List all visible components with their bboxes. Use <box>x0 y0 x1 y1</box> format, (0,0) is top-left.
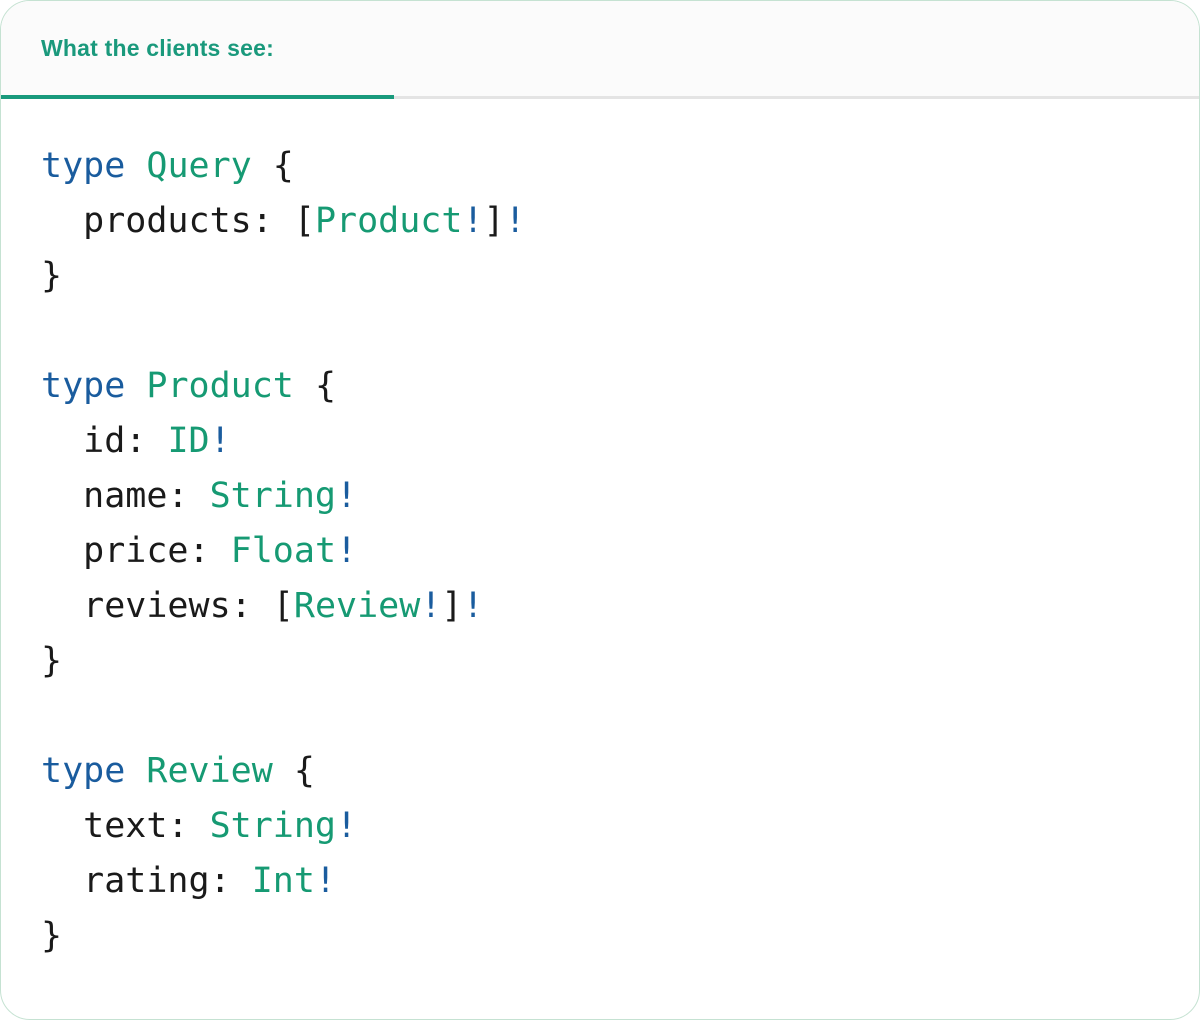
code-panel-header: What the clients see: <box>1 1 1199 99</box>
code-token-plain <box>125 751 146 791</box>
code-token-keyword: ! <box>336 476 358 516</box>
tab-what-clients-see[interactable]: What the clients see: <box>41 1 274 96</box>
code-token-keyword: ! <box>462 201 484 241</box>
code-token-plain: } <box>41 916 63 956</box>
code-block: type Query { products: [Product!]!}type … <box>1 99 1199 964</box>
code-token-type: String <box>209 806 337 846</box>
code-token-plain: name: <box>41 476 210 516</box>
code-token-plain: { <box>272 751 315 791</box>
code-token-keyword: ! <box>462 586 484 626</box>
code-line: id: ID! <box>41 414 1159 469</box>
code-line <box>41 304 1159 359</box>
code-line: name: String! <box>41 469 1159 524</box>
code-token-type: Query <box>146 146 252 186</box>
code-line: rating: Int! <box>41 854 1159 909</box>
code-line: products: [Product!]! <box>41 194 1159 249</box>
tab-label: What the clients see: <box>41 35 274 61</box>
code-token-type: ID <box>167 421 210 461</box>
code-token-type: Product <box>314 201 463 241</box>
code-token-plain: id: <box>41 421 168 461</box>
code-token-plain: { <box>293 366 337 406</box>
code-token-type: Int <box>251 861 315 901</box>
code-token-plain: price: <box>41 531 231 571</box>
code-line: } <box>41 249 1159 304</box>
code-token-plain: ] <box>441 586 463 626</box>
code-token-plain: rating: <box>41 861 252 901</box>
code-token-type: Review <box>293 586 421 626</box>
code-token-keyword: ! <box>314 861 337 901</box>
code-token-type: Float <box>230 531 337 571</box>
code-token-plain: ] <box>483 201 505 241</box>
code-line: text: String! <box>41 799 1159 854</box>
code-token-keyword: type <box>41 366 126 406</box>
code-token-plain <box>125 366 146 406</box>
code-token-keyword: type <box>41 146 126 186</box>
code-line <box>41 689 1159 744</box>
code-line: } <box>41 634 1159 689</box>
code-token-plain: products: [ <box>41 201 315 241</box>
code-token-keyword: ! <box>504 201 526 241</box>
code-token-plain: } <box>41 641 63 681</box>
code-line: reviews: [Review!]! <box>41 579 1159 634</box>
code-line: type Query { <box>41 139 1159 194</box>
code-token-keyword: ! <box>420 586 442 626</box>
code-token-keyword: ! <box>336 806 358 846</box>
code-token-plain: reviews: [ <box>41 586 294 626</box>
code-line: } <box>41 909 1159 964</box>
active-tab-underline <box>1 95 394 99</box>
code-token-keyword: ! <box>336 531 358 571</box>
code-line: type Product { <box>41 359 1159 414</box>
header-divider <box>1 96 1199 99</box>
code-token-plain: } <box>41 256 63 296</box>
code-line: price: Float! <box>41 524 1159 579</box>
code-token-keyword: type <box>41 751 126 791</box>
code-token-type: String <box>209 476 337 516</box>
code-token-plain <box>125 146 146 186</box>
code-line: type Review { <box>41 744 1159 799</box>
code-token-keyword: ! <box>209 421 231 461</box>
code-token-type: Product <box>146 366 294 406</box>
code-token-plain: text: <box>41 806 210 846</box>
code-token-plain: { <box>251 146 294 186</box>
code-token-type: Review <box>146 751 273 791</box>
